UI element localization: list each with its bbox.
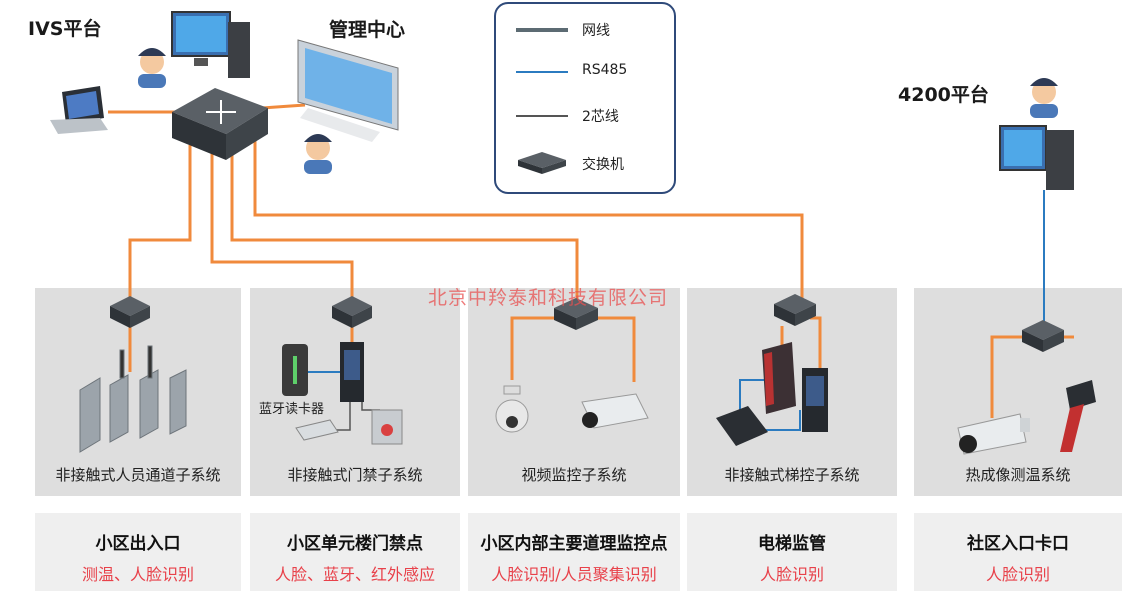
- twowire-line-swatch: [516, 115, 568, 117]
- video-wall-icon: [297, 39, 399, 142]
- footer-subtitle: 人脸识别: [985, 565, 1050, 584]
- cable-to-subsystem-1: [128, 145, 192, 300]
- operator-icon-management: [304, 134, 332, 174]
- cable-to-subsystem-4: [253, 140, 804, 300]
- switch-icon-sub3: [554, 298, 598, 330]
- legend-label: RS485: [582, 62, 628, 78]
- rs485-elevator-1: [739, 379, 766, 410]
- switch-icon-sub2: [332, 296, 372, 328]
- elevator-terminal-icon: [802, 368, 828, 432]
- face-terminal-icon: [50, 86, 108, 134]
- footer-title: 小区出入口: [95, 534, 181, 554]
- cable-management: [261, 103, 306, 110]
- footer-card-1: 小区出入口 测温、人脸识别: [35, 513, 241, 591]
- ivs-platform-title: IVS平台: [28, 18, 102, 40]
- elevator-controller-icon: [762, 342, 796, 414]
- subsystem-caption: 非接触式门禁子系统: [287, 466, 423, 484]
- turnstile-icon: [79, 345, 187, 453]
- footer-title: 社区入口卡口: [967, 534, 1069, 554]
- rs485-line-swatch: [516, 71, 568, 73]
- bullet-camera-icon: [581, 393, 649, 429]
- dome-camera-icon: [495, 385, 529, 433]
- network-line-swatch: [516, 28, 568, 32]
- thermal-camera-icon: [957, 413, 1030, 455]
- bluetooth-reader-icon: [282, 344, 308, 396]
- cable-thermal-left: [990, 335, 1022, 418]
- main-switch-icon: [172, 88, 268, 160]
- footer-title: 小区内部主要道理监控点: [480, 534, 668, 554]
- rs485-elevator-2: [757, 410, 801, 431]
- switch-icon-sub5: [1022, 320, 1064, 352]
- footer-subtitle: 测温、人脸识别: [81, 565, 194, 584]
- footer-card-4: 电梯监管 人脸识别: [687, 513, 897, 591]
- footer-title: 小区单元楼门禁点: [287, 534, 423, 554]
- bluetooth-reader-label: 蓝牙读卡器: [259, 402, 325, 417]
- cable-cam-right: [598, 316, 636, 382]
- legend-label: 2芯线: [582, 109, 619, 125]
- cable-cam-left: [510, 316, 555, 380]
- wire-lock: [335, 400, 351, 431]
- cable-elevator-b: [810, 316, 822, 370]
- cable-to-subsystem-2: [210, 150, 354, 300]
- subsystem-caption: 视频监控子系统: [521, 466, 627, 484]
- platform-4200-title: 4200平台: [898, 84, 989, 106]
- cable-to-subsystem-3: [230, 150, 579, 303]
- legend-label: 网线: [582, 23, 610, 39]
- handheld-thermal-icon: [1060, 380, 1096, 452]
- footer-card-2: 小区单元楼门禁点 人脸、蓝牙、红外感应: [250, 513, 460, 591]
- footer-card-3: 小区内部主要道理监控点 人脸识别/人员聚集识别: [468, 513, 680, 591]
- magnetic-lock-icon: [295, 419, 339, 441]
- subsystem-caption: 热成像测温系统: [965, 466, 1071, 484]
- orange-cable-lines: [108, 103, 1074, 418]
- switch-icon: [518, 152, 566, 174]
- subsystem-caption: 非接触式人员通道子系统: [55, 466, 221, 484]
- workstation-icon-4200: [999, 125, 1074, 190]
- exit-button-icon: [371, 409, 403, 445]
- footer-subtitle: 人脸识别: [759, 565, 824, 584]
- operator-icon-4200: [1030, 78, 1058, 118]
- switch-icon-sub4: [774, 294, 816, 326]
- workstation-icon-ivs: [171, 11, 250, 78]
- footer-subtitle: 人脸识别/人员聚集识别: [491, 565, 657, 584]
- switch-icon-sub1: [110, 296, 150, 328]
- footer-title: 电梯监管: [758, 534, 826, 554]
- operator-icon-ivs: [138, 48, 166, 88]
- watermark-text: 北京中羚泰和科技有限公司: [428, 287, 669, 309]
- footer-card-5: 社区入口卡口 人脸识别: [914, 513, 1122, 591]
- access-terminal-icon: [340, 342, 364, 402]
- subsystem-panel-3: 视频监控子系统: [468, 288, 680, 496]
- management-center-title: 管理中心: [329, 19, 406, 41]
- legend-label: 交换机: [582, 157, 624, 173]
- legend: 网线 RS485 2芯线 交换机: [494, 2, 676, 194]
- wire-button: [361, 400, 380, 411]
- blue-network-line: [308, 190, 1045, 431]
- elevator-reader-icon: [716, 406, 768, 446]
- subsystem-caption: 非接触式梯控子系统: [724, 466, 860, 484]
- footer-subtitle: 人脸、蓝牙、红外感应: [274, 565, 435, 584]
